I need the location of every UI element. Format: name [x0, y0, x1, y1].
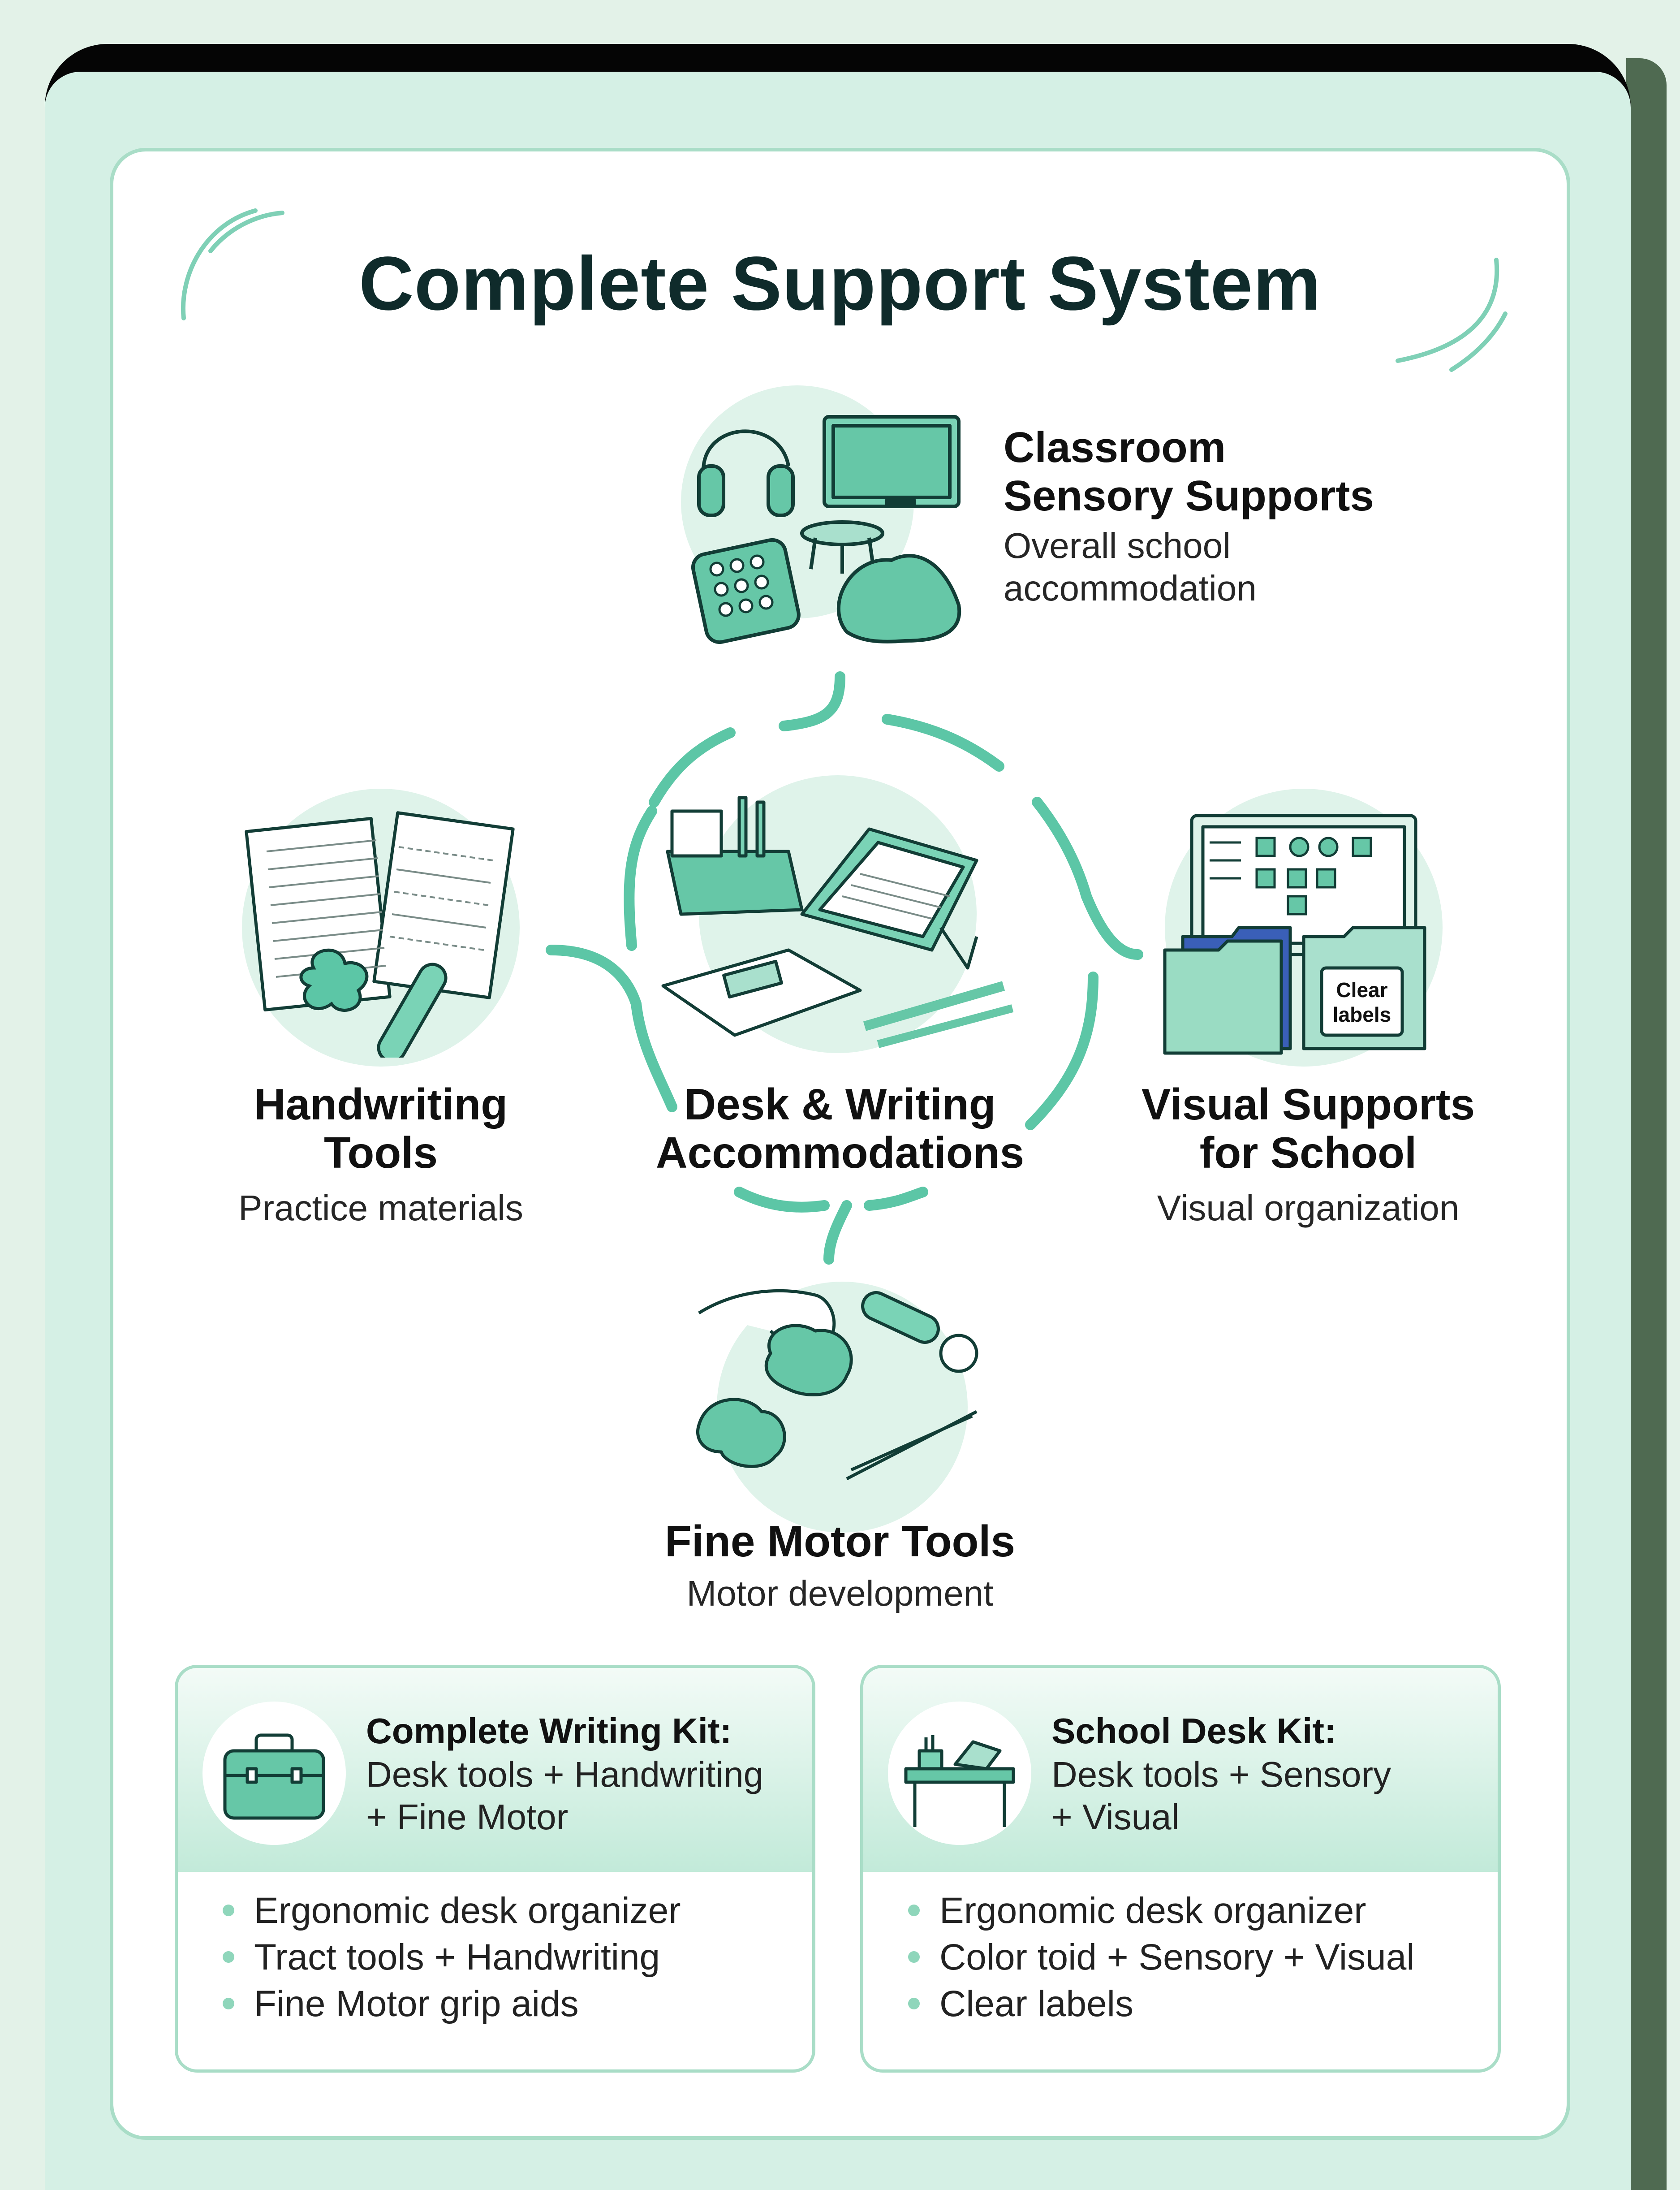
fine-motor-title: Fine Motor Tools — [664, 1516, 1016, 1566]
school-desk-kit-card[interactable]: School Desk Kit: Desk tools + Sensory + … — [860, 1665, 1501, 2073]
list-item: Fine Motor grip aids — [218, 1981, 681, 2027]
desk-organizer-slant-board-icon — [661, 796, 1014, 1048]
briefcase-icon — [202, 1702, 346, 1845]
headphones-board-stool-beanbag-icon — [691, 415, 961, 644]
fine-motor-subtitle: Motor development — [686, 1573, 994, 1613]
writing-kit-list: Ergonomic desk organizer Tract tools + H… — [218, 1888, 681, 2027]
writing-kit-card[interactable]: Complete Writing Kit: Desk tools + Handw… — [175, 1665, 815, 2073]
desk-title: Desk & Writing Accommodations — [655, 1080, 1025, 1177]
school-desk-icon — [888, 1702, 1031, 1845]
lined-paper-grip-icon — [245, 811, 515, 1058]
list-item: Tract tools + Handwriting — [218, 1934, 681, 1981]
school-desk-kit-title: School Desk Kit: — [1051, 1711, 1336, 1751]
handwriting-title: Handwriting Tools — [254, 1080, 508, 1177]
clear-labels-line2: labels — [1333, 1003, 1391, 1026]
schedule-board-folders-icon: Clear labels — [1163, 814, 1426, 1055]
connector-ring — [546, 671, 1143, 1265]
writing-kit-title: Complete Writing Kit: — [366, 1711, 732, 1751]
page-title: Complete Support System — [358, 241, 1322, 326]
school-desk-kit-list: Ergonomic desk organizer Color toid + Se… — [904, 1888, 1415, 2027]
list-item: Ergonomic desk organizer — [218, 1888, 681, 1934]
list-item: Clear labels — [904, 1981, 1415, 2027]
school-desk-kit-subtitle: Desk tools + Sensory + Visual — [1051, 1754, 1391, 1837]
decorative-swoosh-top-left — [181, 208, 284, 320]
classroom-title: Classroom Sensory Supports — [1004, 423, 1374, 520]
visual-title: Visual Supports for School — [1141, 1080, 1475, 1177]
classroom-subtitle: Overall school accommodation — [1004, 526, 1257, 608]
visual-subtitle: Visual organization — [1157, 1188, 1460, 1228]
clear-labels-line1: Clear — [1336, 978, 1387, 1002]
list-item: Ergonomic desk organizer — [904, 1888, 1415, 1934]
list-item: Color toid + Sensory + Visual — [904, 1934, 1415, 1981]
writing-kit-subtitle: Desk tools + Handwriting + Fine Motor — [366, 1754, 764, 1837]
card-shadow — [1626, 58, 1667, 2190]
decorative-swoosh-top-right — [1396, 258, 1508, 372]
handwriting-subtitle: Practice materials — [238, 1188, 523, 1228]
putty-tweezers-icon — [696, 1289, 978, 1481]
